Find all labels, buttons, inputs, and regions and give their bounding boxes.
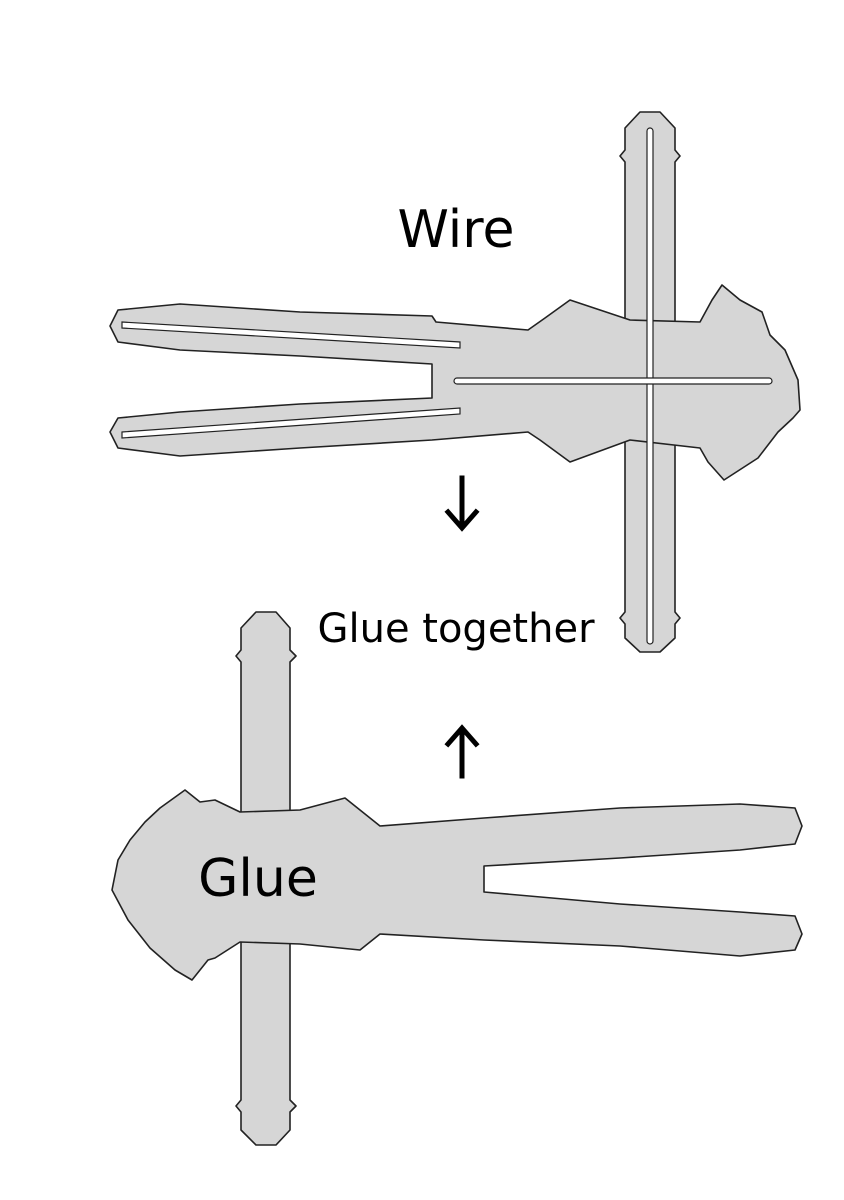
glue-label: Glue xyxy=(198,849,318,909)
up-arrow-icon xyxy=(444,724,480,779)
down-arrow-icon xyxy=(444,475,480,532)
figure-bottom-glue xyxy=(111,611,803,1146)
wire-slot-leg-upper xyxy=(121,321,461,349)
figure-bottom-body xyxy=(111,789,803,981)
wire-slot-body xyxy=(453,377,773,385)
wire-slot-arms xyxy=(646,127,654,645)
glue-together-label: Glue together xyxy=(317,606,595,652)
wire-slot-leg-lower xyxy=(121,407,461,439)
wire-label: Wire xyxy=(398,200,515,260)
figure-top-wire xyxy=(109,111,801,653)
